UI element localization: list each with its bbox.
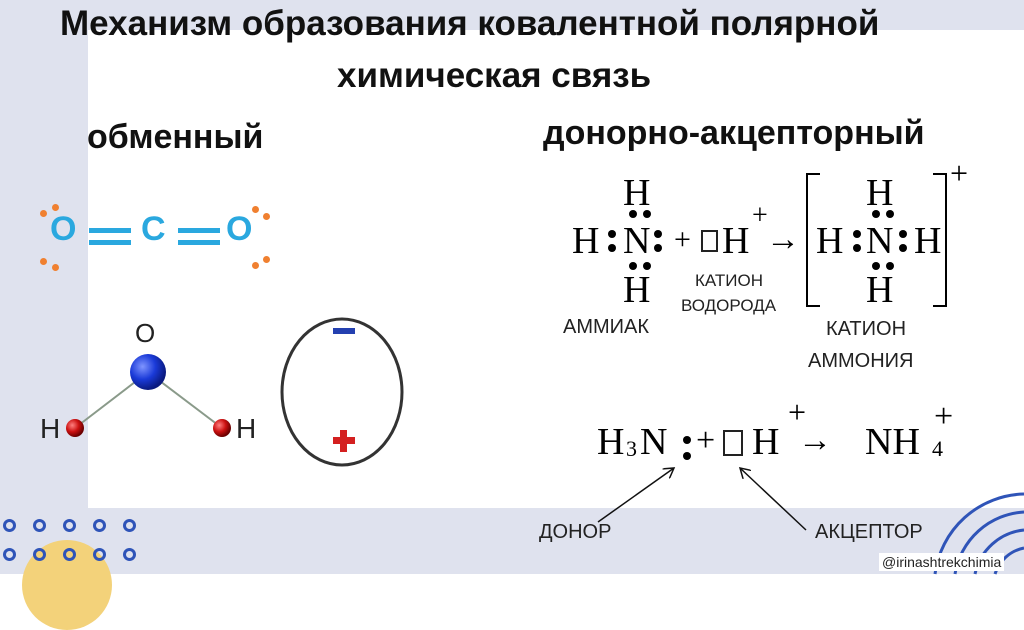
label-acceptor: АКЦЕПТОР (815, 521, 923, 543)
water-h-right-label: H (236, 413, 257, 444)
nh3-n: N (623, 220, 651, 262)
electron-dot (654, 244, 662, 252)
co2-oxygen-right: O (226, 210, 253, 248)
decor-ring (123, 548, 136, 561)
eq2-h: H (752, 421, 780, 463)
co2-double-bonds (89, 228, 220, 245)
empty-orbital-box (723, 430, 743, 456)
co2-oxygen-left: O (50, 210, 77, 248)
decorative-arcs (933, 492, 1024, 575)
electron-dot (263, 256, 270, 263)
electron-dot (872, 262, 880, 270)
nh4-h-left: H (816, 220, 844, 262)
electron-dot (40, 258, 47, 265)
page-title: Механизм образования ковалентной полярно… (60, 4, 880, 43)
electron-dot (643, 210, 651, 218)
nh4-h-right: H (914, 220, 942, 262)
minus-sign (333, 328, 355, 334)
slide-content-area (88, 30, 1024, 508)
eq2-h3: H (597, 421, 625, 463)
electron-dot (899, 230, 907, 238)
electron-dot (853, 244, 861, 252)
eq2-arrow: → (798, 422, 832, 459)
oxygen-atom (130, 354, 166, 390)
electron-dot (252, 206, 259, 213)
decor-ring (33, 548, 46, 561)
water-bonds (66, 354, 231, 437)
eq2-sub3: 3 (626, 436, 637, 461)
label-ammonia: АММИАК (563, 316, 650, 338)
electron-dot (629, 262, 637, 270)
donor-acceptor-heading: донорно-акцепторный (543, 114, 925, 152)
donor-acceptor-arrows (597, 0, 807, 531)
nh4-n: N (866, 220, 894, 262)
hydrogen-ion: H (722, 220, 750, 262)
page-subtitle: химическая связь (337, 56, 652, 95)
plus-sign-v (340, 430, 347, 452)
decor-ring (33, 519, 46, 532)
electron-dot (899, 244, 907, 252)
exchange-heading: обменный (87, 118, 264, 156)
nh3-h-left: H (572, 220, 600, 262)
ammonium-charge: + (950, 155, 969, 191)
decor-ring (93, 519, 106, 532)
decor-ring (93, 548, 106, 561)
electron-dot (608, 244, 616, 252)
eq2-plus: + (696, 422, 716, 459)
eq2-nh: NH (865, 421, 920, 463)
electron-dot (263, 213, 270, 220)
electron-dot (643, 262, 651, 270)
label-cation-h-line1: КАТИОН (695, 271, 764, 290)
electron-dot (886, 262, 894, 270)
dipole-diagram (280, 317, 404, 467)
electron-dot (886, 210, 894, 218)
water-h-left-label: H (40, 413, 61, 444)
empty-orbital-box (701, 230, 718, 252)
water-oxygen-label: O (135, 318, 156, 348)
watermark: @irinashtrekchimia (879, 553, 1005, 571)
eq2-ion-charge: + (934, 398, 954, 435)
decor-ring (3, 519, 16, 532)
hydrogen-atom (213, 419, 231, 437)
eq1-plus: + (674, 223, 691, 256)
hydrogen-charge: + (752, 200, 768, 231)
eq2-sub4: 4 (932, 436, 943, 461)
decor-ring (63, 519, 76, 532)
electron-dot (683, 452, 691, 460)
electron-dot (252, 262, 259, 269)
nh4-h-bottom: H (866, 269, 894, 311)
eq2-n: N (640, 421, 668, 463)
eq2-charge: + (788, 394, 807, 430)
electron-dot (608, 230, 616, 238)
electron-dot (853, 230, 861, 238)
decor-ring (123, 519, 136, 532)
co2-carbon: C (141, 210, 166, 248)
label-cation-h-line2: ВОДОРОДА (681, 296, 777, 315)
electron-dot (52, 204, 59, 211)
electron-dot (629, 210, 637, 218)
electron-dot (683, 436, 691, 444)
label-cation-nh4-line1: КАТИОН (826, 318, 907, 340)
electron-dot (872, 210, 880, 218)
decor-ring (3, 548, 16, 561)
label-donor: ДОНОР (539, 521, 612, 543)
ammonium-brackets (806, 173, 947, 307)
hydrogen-atom (66, 419, 84, 437)
electron-dot (654, 230, 662, 238)
decor-ring (63, 548, 76, 561)
eq1-arrow: → (766, 221, 800, 258)
label-cation-nh4-line2: АММОНИЯ (808, 350, 914, 372)
nh4-h-top: H (866, 172, 894, 214)
nh3-h-bottom: H (623, 269, 651, 311)
nh3-h-top: H (623, 172, 651, 214)
electron-dot (52, 264, 59, 271)
electron-dot (40, 210, 47, 217)
